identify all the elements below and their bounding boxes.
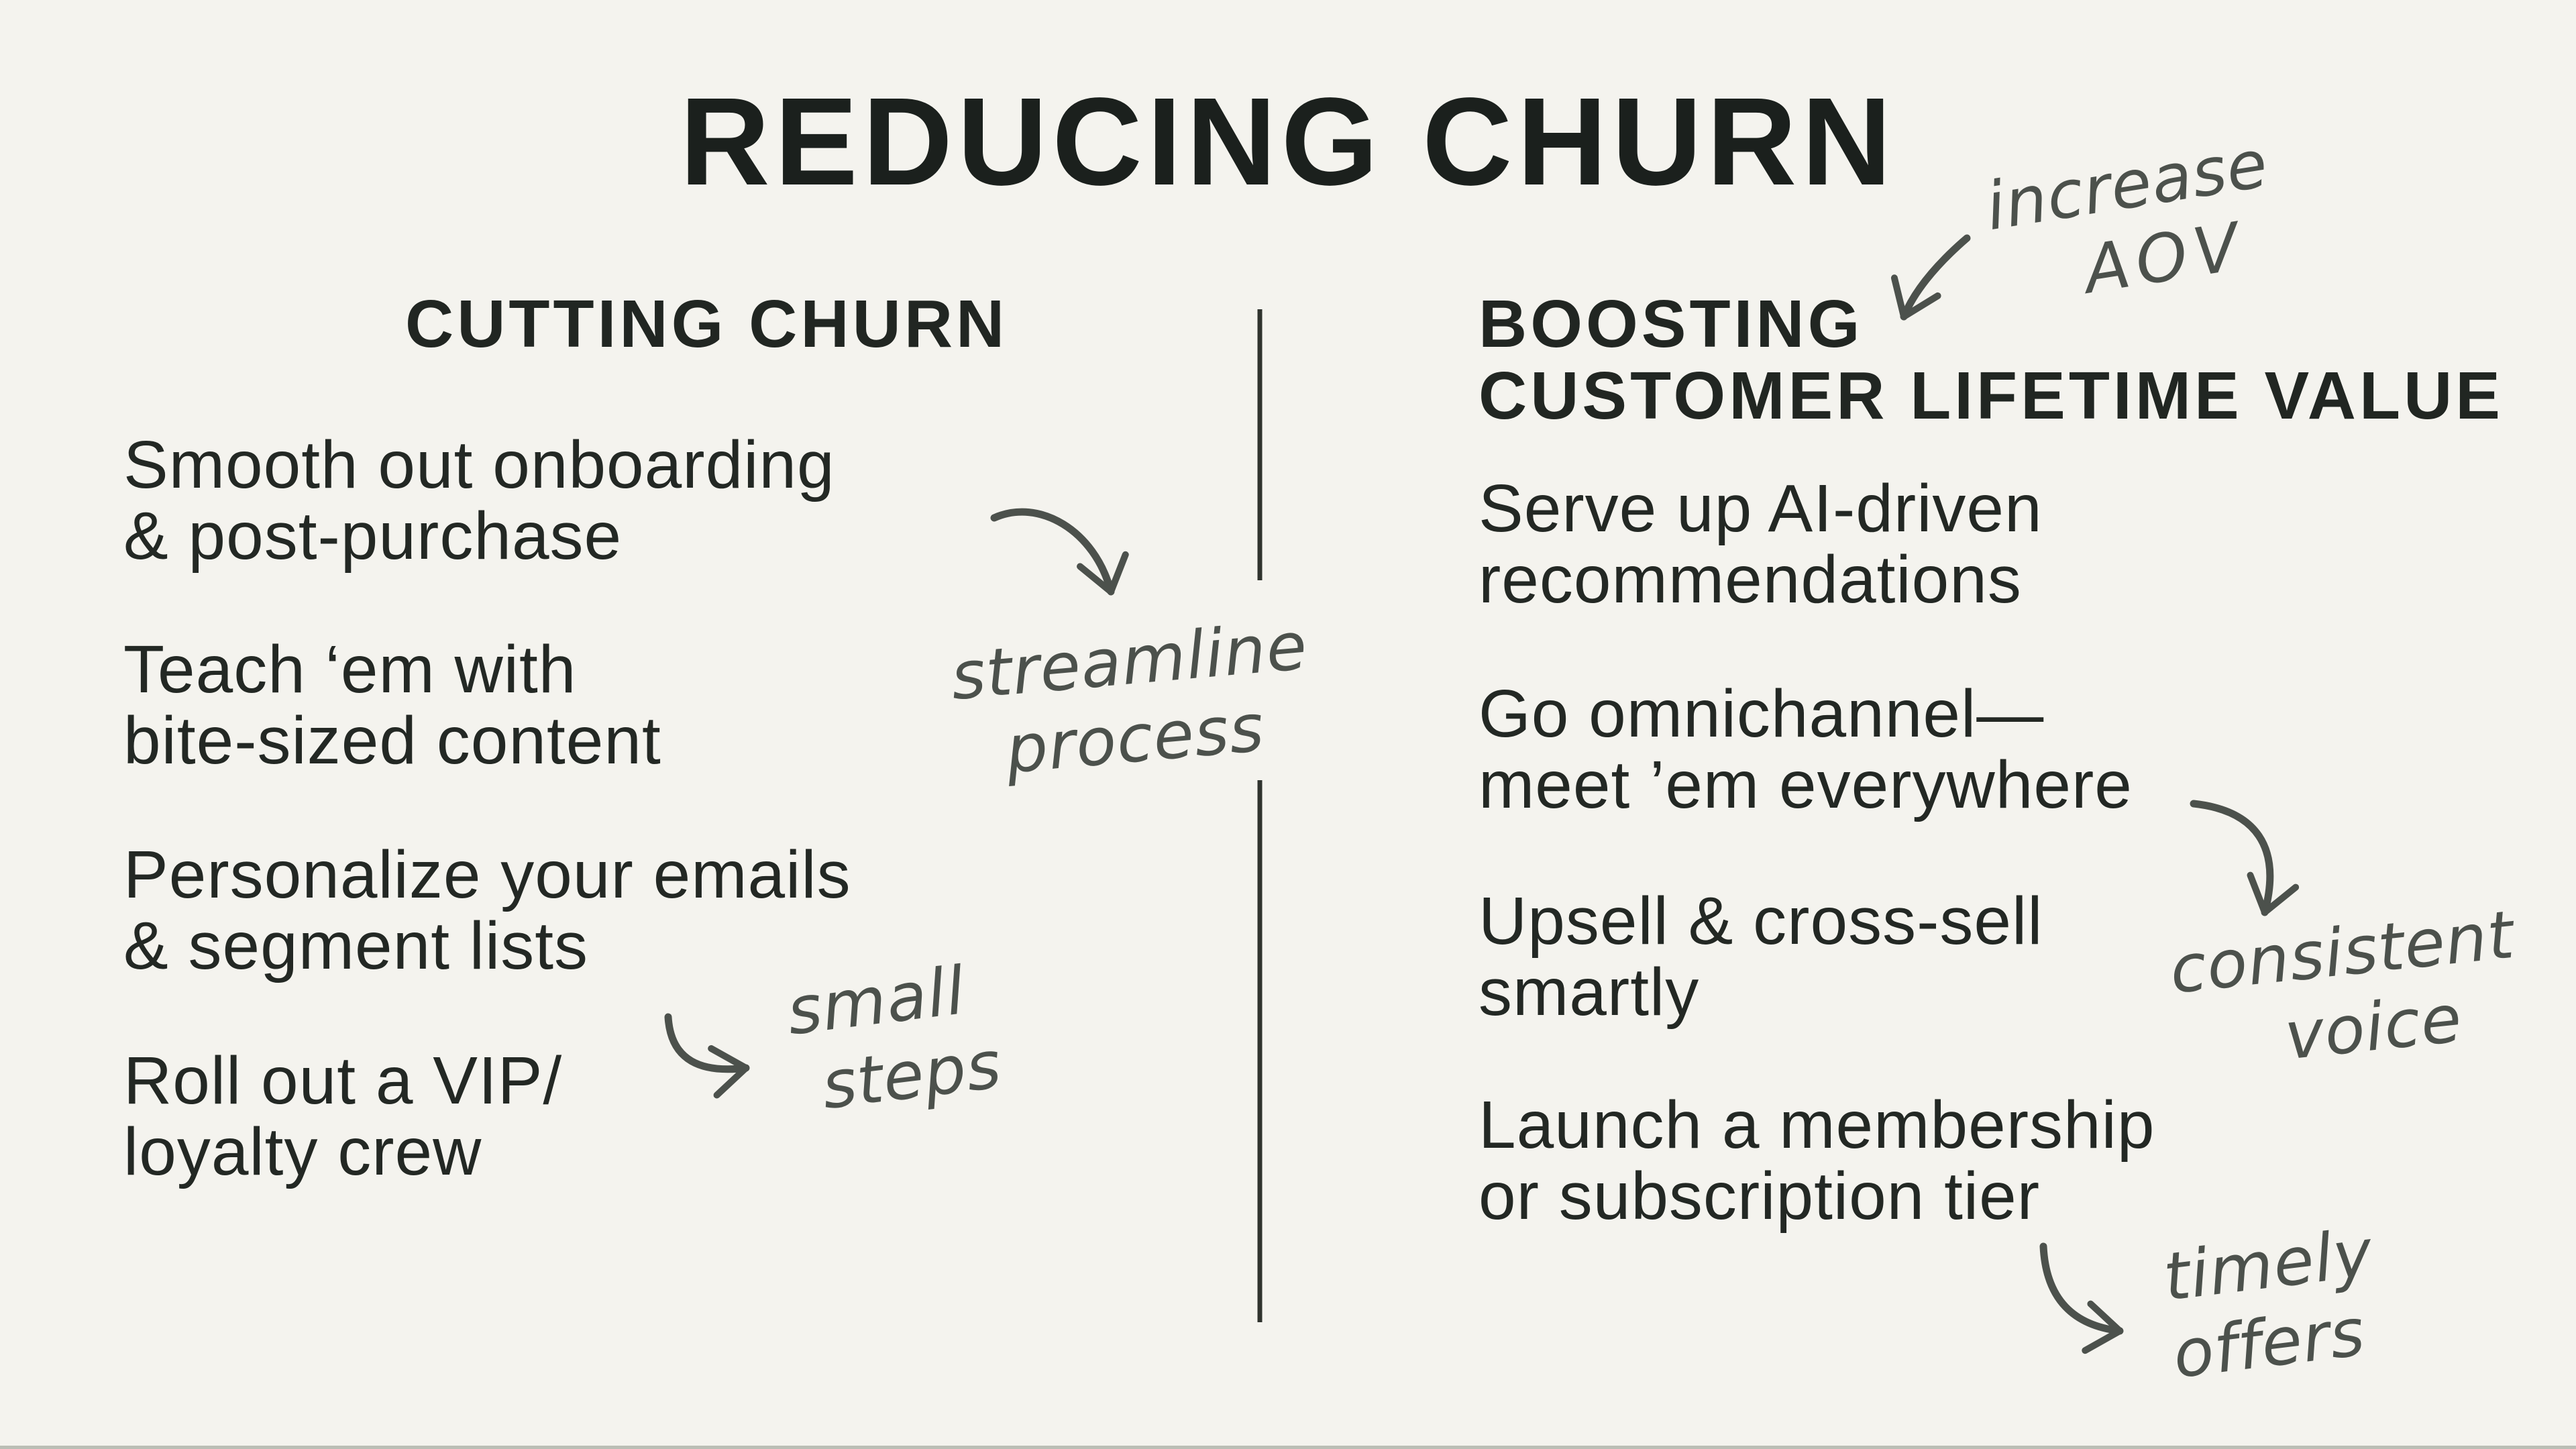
list-item-upsell-cross-sell: Upsell & cross-sell smartly xyxy=(1479,885,2043,1028)
page-title: REDUCING CHURN xyxy=(680,72,1896,211)
list-item-omnichannel: Go omnichannel— meet ’em everywhere xyxy=(1479,678,2133,820)
item-line: Teach ‘em with xyxy=(123,632,577,707)
item-line: bite-sized content xyxy=(123,703,661,778)
annotation-timely-offers: timely offers xyxy=(2159,1214,2387,1394)
right-column-header: BOOSTING CUSTOMER LIFETIME VALUE xyxy=(1479,288,2504,432)
annotation-small-steps: small steps xyxy=(783,949,1006,1128)
item-line: Go omnichannel— xyxy=(1479,676,2045,751)
item-line: & segment lists xyxy=(123,908,589,983)
arrow-timely-offers xyxy=(2039,1242,2124,1354)
list-item-vip-loyalty: Roll out a VIP/ loyalty crew xyxy=(123,1045,562,1187)
list-item-personalize-emails: Personalize your emails & segment lists xyxy=(123,839,851,981)
item-line: Launch a membership xyxy=(1479,1087,2155,1163)
arrow-small-steps xyxy=(664,1013,750,1099)
list-item-ai-recommendations: Serve up AI-driven recommendations xyxy=(1479,473,2043,615)
annotation-streamline-process: streamline process xyxy=(948,607,1318,794)
right-column-header-line-1: BOOSTING xyxy=(1479,286,1864,362)
item-line: loyalty crew xyxy=(123,1114,482,1189)
list-item-membership-tier: Launch a membership or subscription tier xyxy=(1479,1089,2155,1232)
item-line: meet ’em everywhere xyxy=(1479,747,2133,822)
list-item-smooth-onboarding: Smooth out onboarding & post-purchase xyxy=(123,429,835,572)
item-line: Roll out a VIP/ xyxy=(123,1043,563,1118)
arrow-consistent-voice xyxy=(2190,800,2300,916)
arrow-streamline-process xyxy=(990,508,1129,596)
item-line: smartly xyxy=(1479,955,1700,1030)
item-line: Serve up AI-driven xyxy=(1479,471,2043,546)
item-line: or subscription tier xyxy=(1479,1159,2040,1234)
arrow-increase-aov xyxy=(1890,234,1971,321)
item-line: Smooth out onboarding xyxy=(123,427,835,502)
item-line: Upsell & cross-sell xyxy=(1479,883,2043,959)
list-item-bite-sized-content: Teach ‘em with bite-sized content xyxy=(123,634,661,776)
item-line: & post-purchase xyxy=(123,498,623,574)
item-line: Personalize your emails xyxy=(123,837,851,912)
right-column-header-line-2: CUSTOMER LIFETIME VALUE xyxy=(1479,358,2504,433)
bottom-edge-line xyxy=(0,1446,2576,1449)
item-line: recommendations xyxy=(1479,542,2022,617)
left-column-header: CUTTING CHURN xyxy=(405,286,1008,362)
